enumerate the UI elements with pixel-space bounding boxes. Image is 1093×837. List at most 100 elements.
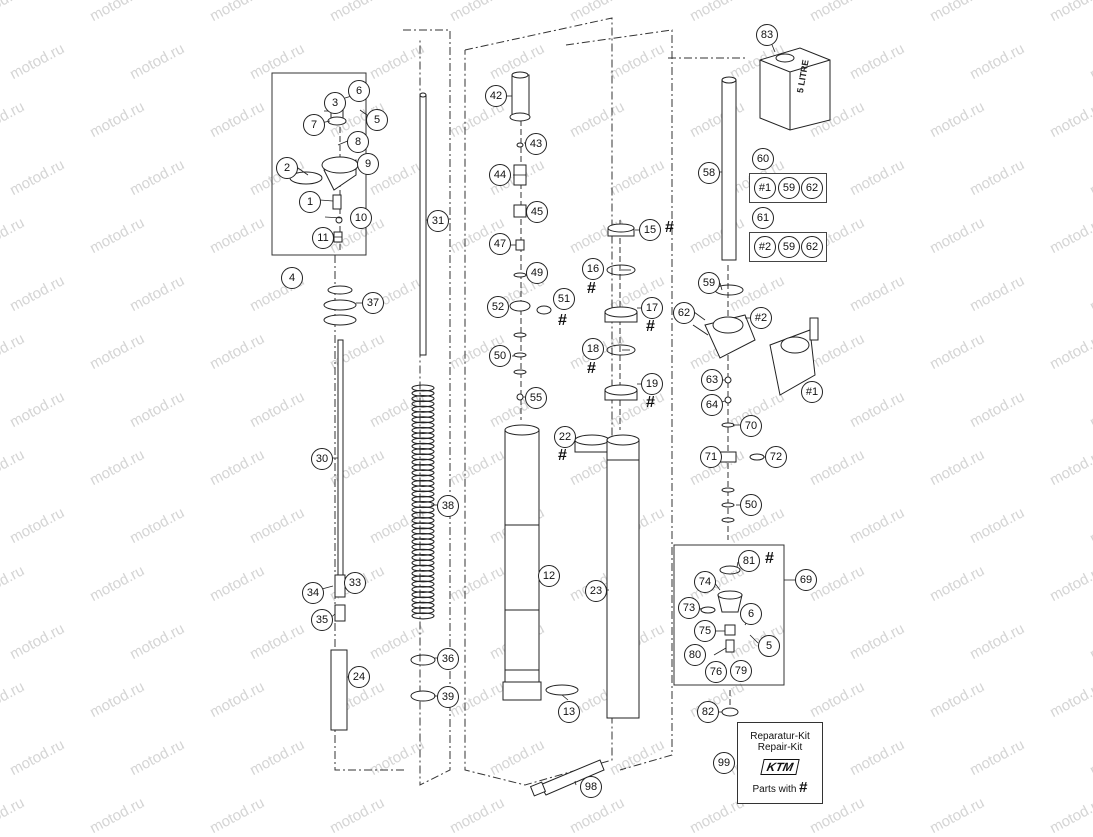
spring-coil <box>411 585 435 593</box>
callout-80: 80 <box>684 644 706 666</box>
spring-coil <box>411 506 435 514</box>
callout-16: 16 <box>582 258 604 280</box>
callout-31: 31 <box>427 210 449 232</box>
callout-35: 35 <box>311 609 333 631</box>
spring-coil <box>411 612 435 620</box>
box1-ref-59: 59 <box>778 177 800 199</box>
repair-kit-box: Reparatur-Kit Repair-Kit KTM Parts with … <box>737 722 823 804</box>
callout-58: 58 <box>698 162 720 184</box>
frame-left-column <box>334 255 405 771</box>
spring-coil <box>411 442 435 450</box>
callout-73: 73 <box>678 597 700 619</box>
hash-17: # <box>646 318 655 335</box>
callout-33: 33 <box>344 572 366 594</box>
kit-brand-logo: KTM <box>760 759 800 775</box>
callout-98: 98 <box>580 776 602 798</box>
callout-49: 49 <box>526 262 548 284</box>
hash-16: # <box>587 280 596 297</box>
spring-38 <box>411 384 435 620</box>
callout-82: 82 <box>697 701 719 723</box>
callout-64: 64 <box>701 394 723 416</box>
spring-coil <box>411 416 435 424</box>
callout-75: 75 <box>694 620 716 642</box>
callout-3: 3 <box>324 92 346 114</box>
callout-62: 62 <box>673 302 695 324</box>
spring-coil <box>411 432 435 440</box>
spring-coil <box>411 400 435 408</box>
kit-line-1: Reparatur-Kit <box>750 731 810 742</box>
frame-outer-tube-column <box>565 29 673 771</box>
spring-coil <box>411 596 435 604</box>
spring-coil <box>411 569 435 578</box>
callout-60: 60 <box>752 148 774 170</box>
callout-19: 19 <box>641 373 663 395</box>
callout-h2: #2 <box>750 307 772 329</box>
spring-coil <box>411 469 435 477</box>
spring-coil <box>411 384 435 392</box>
spring-coil <box>411 559 435 567</box>
callout-39: 39 <box>437 686 459 708</box>
spring-coil <box>411 591 435 599</box>
spring-coil <box>411 410 435 419</box>
spring-coil <box>411 575 435 583</box>
spring-coil <box>411 607 435 615</box>
spring-coil <box>411 448 435 456</box>
spring-coil <box>411 527 435 535</box>
callout-9: 9 <box>357 153 379 175</box>
box-69 <box>673 544 785 686</box>
callout-h1: #1 <box>801 381 823 403</box>
callout-74: 74 <box>694 571 716 593</box>
hash-22: # <box>558 447 567 464</box>
callout-42: 42 <box>485 85 507 107</box>
kit-line-2: Repair-Kit <box>757 742 803 753</box>
spring-coil <box>411 522 435 530</box>
callout-34: 34 <box>302 582 324 604</box>
spring-coil <box>411 495 435 503</box>
hash-15: # <box>665 219 674 236</box>
callout-37: 37 <box>362 292 384 314</box>
fork-exploded-diagram <box>271 17 831 797</box>
callout-5b: 5 <box>758 635 780 657</box>
callout-30: 30 <box>311 448 333 470</box>
spring-coil <box>411 554 435 562</box>
callout-76: 76 <box>705 661 727 683</box>
frame-cartridge-column <box>464 17 613 786</box>
callout-11: 11 <box>312 227 334 249</box>
spring-coil <box>411 532 435 540</box>
callout-99: 99 <box>713 752 735 774</box>
spring-coil <box>411 511 435 519</box>
callout-51: 51 <box>553 288 575 310</box>
callout-79: 79 <box>730 660 752 682</box>
spring-coil <box>411 463 435 472</box>
spring-coil <box>411 564 435 572</box>
spring-coil <box>411 458 435 466</box>
spring-coil <box>411 490 435 498</box>
callout-36: 36 <box>437 648 459 670</box>
callout-6b: 6 <box>740 603 762 625</box>
callout-43: 43 <box>525 133 547 155</box>
callout-6: 6 <box>348 80 370 102</box>
spring-coil <box>411 437 435 445</box>
callout-18: 18 <box>582 338 604 360</box>
hash-19: # <box>646 394 655 411</box>
spring-coil <box>411 580 435 588</box>
callout-83: 83 <box>756 24 778 46</box>
callout-69: 69 <box>795 569 817 591</box>
callout-47: 47 <box>489 233 511 255</box>
callout-38: 38 <box>437 495 459 517</box>
box2-ref-59: 59 <box>778 236 800 258</box>
spring-coil <box>411 516 435 525</box>
spring-coil <box>411 543 435 551</box>
callout-5: 5 <box>366 109 388 131</box>
callout-55: 55 <box>525 387 547 409</box>
frame-spring-column <box>403 29 451 786</box>
callout-70: 70 <box>740 415 762 437</box>
callout-13: 13 <box>558 701 580 723</box>
spring-coil <box>411 453 435 461</box>
kit-parts-with-label: Parts with <box>752 784 797 795</box>
callout-8: 8 <box>347 131 369 153</box>
callout-44: 44 <box>489 164 511 186</box>
kit-parts-with: Parts with # <box>738 779 822 796</box>
callout-59: 59 <box>698 272 720 294</box>
spring-coil <box>411 389 435 397</box>
